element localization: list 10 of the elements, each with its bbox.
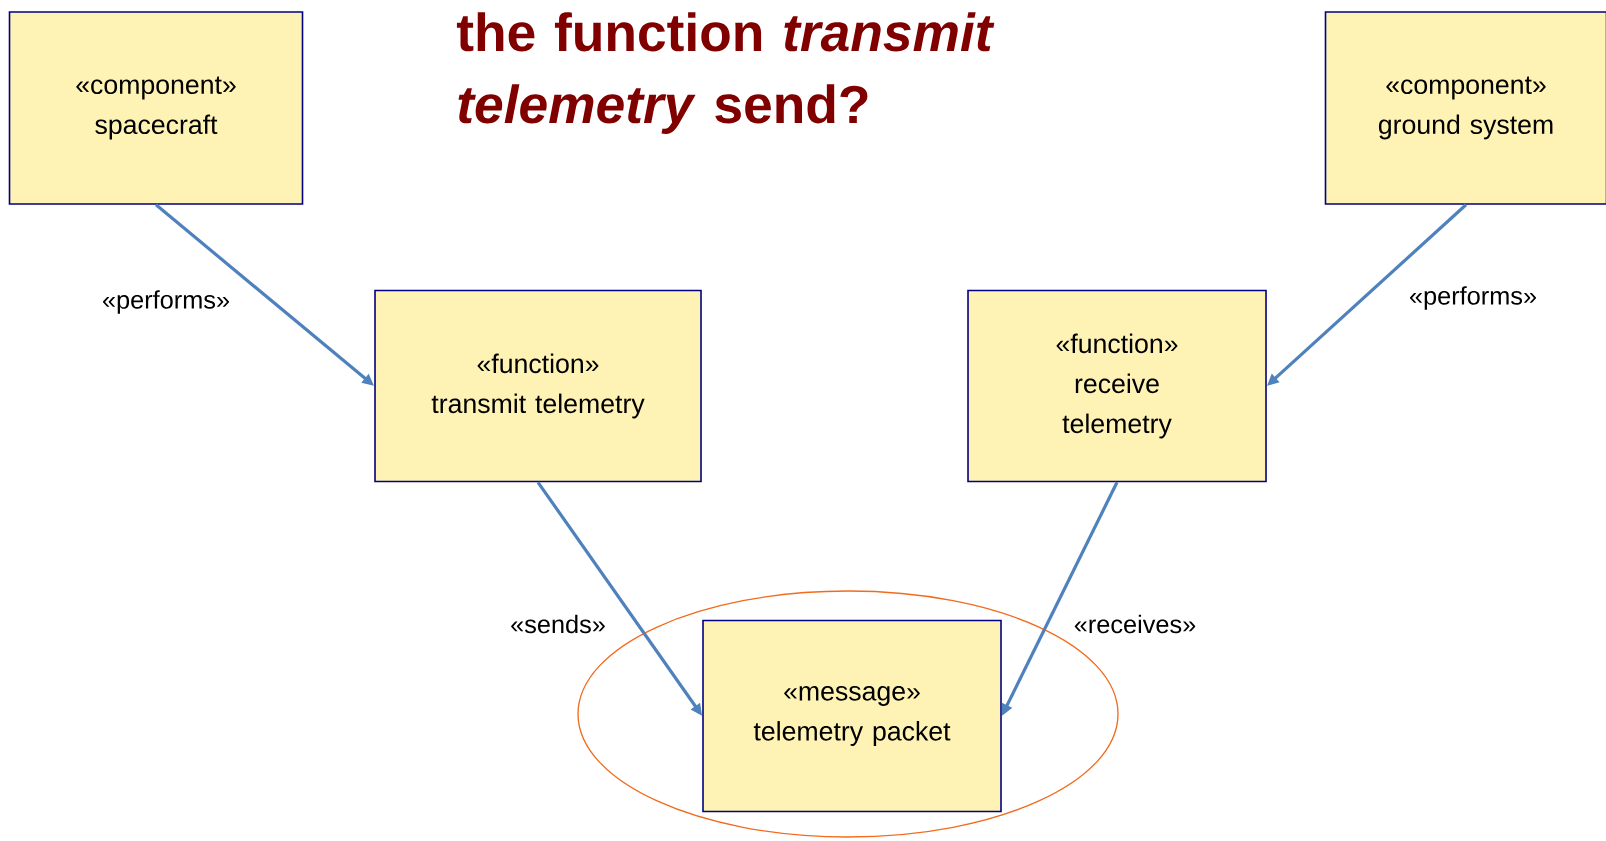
title: the function transmit telemetry send? <box>456 12 995 134</box>
box: «component» ground system <box>1324 11 1606 205</box>
box: «function» receive telemetry <box>967 289 1267 483</box>
edge-label: «sends» <box>507 612 609 636</box>
box: «message» telemetry packet <box>702 619 1002 813</box>
box: «component» spacecraft <box>8 11 304 205</box>
box: «function» transmit telemetry <box>374 289 702 483</box>
edge-label: «performs» <box>99 287 233 317</box>
edge-label: «performs» <box>1406 283 1540 313</box>
edge-label: «receives» <box>1071 612 1199 636</box>
